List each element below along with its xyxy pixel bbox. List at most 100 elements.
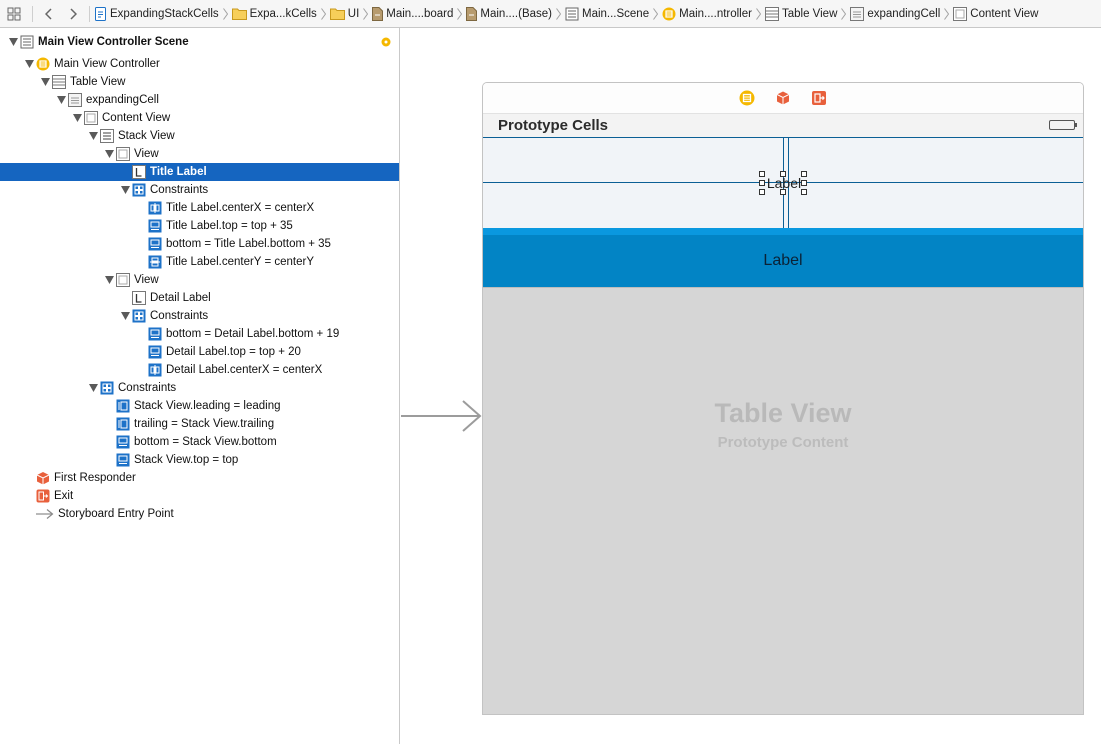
outline-row[interactable]: Title Label — [0, 163, 399, 181]
outline-row[interactable]: View — [0, 271, 399, 289]
disclosure-triangle-icon[interactable] — [56, 91, 66, 109]
outline-row[interactable]: Title Label.centerX = centerX — [0, 199, 399, 217]
outline-row[interactable]: Detail Label.top = top + 20 — [0, 343, 399, 361]
breadcrumb-label: Main....ntroller — [679, 7, 752, 20]
constraint-horizontal-icon — [116, 417, 130, 431]
disclosure-triangle-icon[interactable] — [88, 127, 98, 145]
disclosure-triangle-icon[interactable] — [104, 145, 114, 163]
stack-view-icon — [100, 129, 114, 143]
disclosure-triangle-icon[interactable] — [104, 271, 114, 289]
breadcrumb-item[interactable]: Main....board — [372, 0, 453, 27]
outline-scene-row[interactable]: Main View Controller Scene — [0, 33, 399, 51]
breadcrumb-item[interactable]: Main....ntroller — [662, 0, 752, 27]
breadcrumb-item[interactable]: UI — [329, 0, 360, 27]
outline-row[interactable]: Constraints — [0, 181, 399, 199]
outline-row[interactable]: bottom = Title Label.bottom + 35 — [0, 235, 399, 253]
battery-icon — [1049, 120, 1077, 130]
outline-row[interactable]: bottom = Detail Label.bottom + 19 — [0, 325, 399, 343]
resize-handle[interactable] — [801, 189, 807, 195]
resize-handle[interactable] — [780, 189, 786, 195]
disclosure-spacer — [136, 253, 146, 271]
breadcrumb-item[interactable]: Expa...kCells — [231, 0, 317, 27]
outline-row[interactable]: Detail Label — [0, 289, 399, 307]
scene-icon — [20, 35, 34, 49]
breadcrumb-item[interactable]: ExpandingStackCells — [94, 0, 219, 27]
resize-handle[interactable] — [801, 171, 807, 177]
breadcrumb-chevron-icon — [320, 7, 326, 20]
outline-row[interactable]: First Responder — [0, 469, 399, 487]
disclosure-triangle-icon[interactable] — [72, 109, 82, 127]
table-view-area[interactable]: Table View Prototype Content — [483, 287, 1083, 714]
outline-label: Detail Label.centerX = centerX — [166, 364, 323, 376]
outline-row[interactable]: Storyboard Entry Point — [0, 505, 399, 523]
breadcrumb-item[interactable]: Main....(Base) — [466, 0, 552, 27]
breadcrumb-item[interactable]: Content View — [953, 0, 1038, 27]
view-controller-icon[interactable] — [739, 90, 755, 106]
outline-row[interactable]: Detail Label.centerX = centerX — [0, 361, 399, 379]
exit-icon[interactable] — [811, 90, 827, 106]
table-view-title: Table View — [714, 398, 852, 428]
breadcrumb-label: UI — [347, 7, 360, 20]
disclosure-triangle-icon[interactable] — [88, 379, 98, 397]
outline-row[interactable]: Stack View.leading = leading — [0, 397, 399, 415]
outline-row[interactable]: Title Label.centerY = centerY — [0, 253, 399, 271]
table-view-icon — [52, 75, 66, 89]
resize-handle[interactable] — [759, 171, 765, 177]
first-responder-icon[interactable] — [775, 90, 791, 106]
disclosure-triangle-icon[interactable] — [24, 55, 34, 73]
outline-row[interactable]: bottom = Stack View.bottom — [0, 433, 399, 451]
title-label[interactable]: Label — [766, 175, 802, 191]
outline-label: Constraints — [150, 310, 209, 322]
disclosure-triangle-icon[interactable] — [120, 181, 130, 199]
outline-row[interactable]: Stack View.top = top — [0, 451, 399, 469]
breadcrumb-label: Main...Scene — [581, 7, 650, 20]
outline-label: Detail Label.top = top + 20 — [166, 346, 301, 358]
detail-label[interactable]: Label — [763, 252, 803, 269]
breadcrumb-item[interactable]: expandingCell — [850, 0, 940, 27]
outline-row[interactable]: Exit — [0, 487, 399, 505]
stack-view-outline[interactable] — [783, 138, 789, 229]
resize-handle[interactable] — [759, 189, 765, 195]
breadcrumb-chevron-icon — [653, 7, 659, 20]
storyboard-entry-arrow-icon[interactable] — [401, 398, 483, 434]
outline-row[interactable]: Main View Controller — [0, 55, 399, 73]
disclosure-triangle-icon[interactable] — [120, 307, 130, 325]
constraint-vertical-icon — [148, 345, 162, 359]
outline-row[interactable]: Constraints — [0, 307, 399, 325]
disclosure-spacer — [136, 217, 146, 235]
outline-row[interactable]: Constraints — [0, 379, 399, 397]
resize-handle[interactable] — [759, 180, 765, 186]
breadcrumb-item[interactable]: Main...Scene — [565, 0, 650, 27]
outline-row[interactable]: Stack View — [0, 127, 399, 145]
resize-handle[interactable] — [780, 171, 786, 177]
breadcrumb-chevron-icon — [944, 7, 950, 20]
outline-row[interactable]: Content View — [0, 109, 399, 127]
outline-label: View — [134, 148, 159, 160]
outline-label: Stack View.leading = leading — [134, 400, 281, 412]
outline-row[interactable]: expandingCell — [0, 91, 399, 109]
outline-row[interactable]: trailing = Stack View.trailing — [0, 415, 399, 433]
outline-label: Table View — [70, 76, 126, 88]
expanding-cell-title-area[interactable]: Label — [483, 137, 1083, 229]
outline-row[interactable]: Table View — [0, 73, 399, 91]
constraint-vertical-icon — [116, 453, 130, 467]
forward-chevron-icon[interactable] — [61, 0, 85, 27]
constraint-centerx-icon — [148, 363, 162, 377]
exit-icon — [36, 489, 50, 503]
constraint-centerx-icon — [148, 201, 162, 215]
breadcrumb-label: Main....(Base) — [480, 7, 552, 20]
jump-bar: ExpandingStackCells Expa...kCells UI Main..… — [0, 0, 1101, 28]
outline-row[interactable]: View — [0, 145, 399, 163]
disclosure-spacer — [136, 361, 146, 379]
resize-handle[interactable] — [801, 180, 807, 186]
detail-label-cell[interactable]: Label — [483, 235, 1083, 287]
outline-row[interactable]: Title Label.top = top + 35 — [0, 217, 399, 235]
storyboard-canvas[interactable]: Prototype Cells Label Label Table View P… — [401, 28, 1101, 744]
disclosure-triangle-icon[interactable] — [8, 33, 18, 51]
disclosure-triangle-icon[interactable] — [40, 73, 50, 91]
back-chevron-icon[interactable] — [37, 0, 61, 27]
breadcrumb-item[interactable]: Table View — [764, 0, 837, 27]
view-controller-frame[interactable]: Prototype Cells Label Label Table View P… — [482, 82, 1084, 715]
constraint-vertical-icon — [148, 219, 162, 233]
related-items-grid-icon[interactable] — [0, 0, 28, 27]
